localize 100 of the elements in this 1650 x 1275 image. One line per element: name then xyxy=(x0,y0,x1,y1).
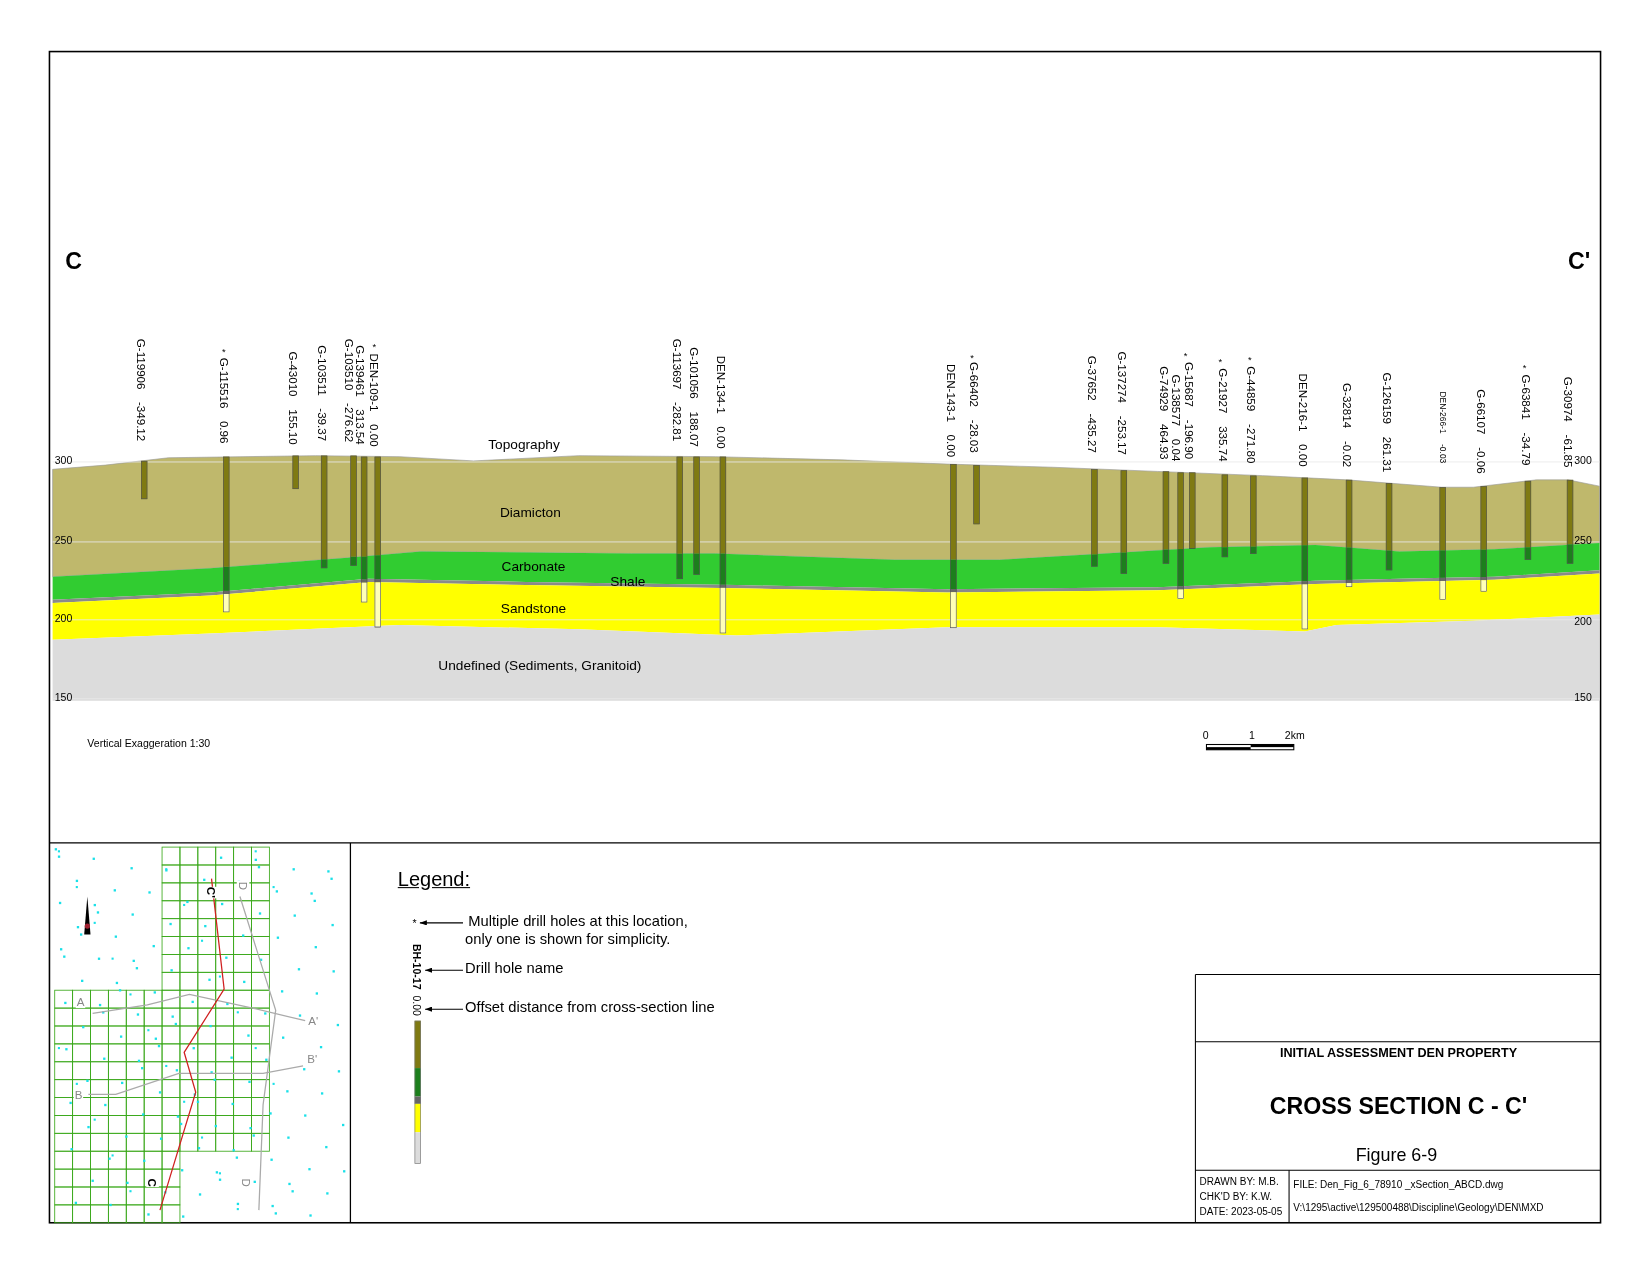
offset-value: -34.79 xyxy=(1519,432,1533,466)
map-label: D xyxy=(236,880,250,892)
drawn-by-text: DRAWN BY: M.B. xyxy=(1199,1175,1279,1187)
elevation-tick-label: 300 xyxy=(54,454,73,467)
offset-value: 0.04 xyxy=(1170,438,1183,462)
map-label: D xyxy=(239,1177,253,1188)
offset-value: -61.85 xyxy=(1561,434,1575,468)
layer-label: Undefined (Sediments, Granitoid) xyxy=(438,657,642,674)
map-label: C' xyxy=(204,886,218,898)
drill-hole-name: DEN-109-1 xyxy=(368,353,381,412)
offset-value: -0.03 xyxy=(1436,444,1448,464)
offset-value: 261.31 xyxy=(1380,436,1394,473)
offset-value: 0.00 xyxy=(1296,444,1310,467)
drawing-title: CROSS SECTION C - C' xyxy=(1269,1093,1528,1121)
elevation-tick-label: 200 xyxy=(54,612,73,624)
elevation-tick-label: 250 xyxy=(54,534,73,547)
drill-hole-name: DEN-216-1 xyxy=(1296,373,1310,432)
figure-number: Figure 6-9 xyxy=(1355,1144,1438,1166)
drill-hole-name: DEN-266-1 xyxy=(1436,391,1448,434)
drill-hole-name: G-101056 xyxy=(688,347,701,399)
asterisk-mark: * xyxy=(372,342,377,353)
elevation-tick-label: 300 xyxy=(1574,454,1592,467)
checked-by-text: CHK'D BY: K.W. xyxy=(1199,1190,1273,1202)
offset-value: -253.17 xyxy=(1115,415,1129,455)
map-label: B' xyxy=(306,1052,319,1065)
offset-value: -28.03 xyxy=(968,419,981,453)
offset-value: -435.27 xyxy=(1085,413,1099,453)
offset-value: 464.93 xyxy=(1157,423,1171,460)
drill-hole-name: G-44859 xyxy=(1244,366,1258,412)
leader-arrow xyxy=(424,1006,464,1012)
scale-label: 2km xyxy=(1284,729,1305,741)
offset-value: 0.00 xyxy=(944,434,958,458)
drill-hole-name: DEN-134-1 xyxy=(714,355,728,414)
drill-hole-name: G-30974 xyxy=(1561,376,1575,422)
drill-hole-name: G-103510 xyxy=(343,338,356,391)
drill-hole-name: G-113697 xyxy=(671,338,684,390)
drill-hole-name: G-126159 xyxy=(1380,372,1394,424)
map-label: B xyxy=(73,1088,84,1101)
file-path-text: V:\1295\active\129500488\Discipline\Geology\DEN\MXD xyxy=(1293,1201,1544,1214)
offset-value: 313.54 xyxy=(353,409,367,445)
layer-label: Diamicton xyxy=(499,504,561,520)
leader-arrow xyxy=(419,920,464,926)
layer-label: Sandstone xyxy=(500,600,567,617)
offset-value: 0.00 xyxy=(368,424,381,447)
project-name: INITIAL ASSESSMENT DEN PROPERTY xyxy=(1279,1044,1518,1060)
drill-hole-name: G-32814 xyxy=(1340,383,1354,429)
drill-hole-name: BH-10-17 xyxy=(410,943,422,990)
legend-heading: Legend: xyxy=(397,868,471,892)
offset-value: -0.06 xyxy=(1475,447,1488,474)
drill-hole-name: G-115516 xyxy=(217,357,231,409)
elevation-tick-label: 250 xyxy=(1574,534,1592,547)
drill-hole-name: G-138577 xyxy=(1170,374,1183,427)
asterisk-mark: * xyxy=(1183,350,1188,361)
layer-label: Shale xyxy=(610,573,646,590)
drill-hole-name: G-74929 xyxy=(1157,366,1171,412)
drill-hole-name: G-15687 xyxy=(1182,362,1196,408)
drill-hole-name: G-63841 xyxy=(1519,374,1533,420)
surface-label: Topography xyxy=(488,436,560,453)
asterisk-mark: * xyxy=(222,346,226,357)
offset-value: 0.00 xyxy=(714,426,728,449)
offset-value: -282.81 xyxy=(671,402,684,442)
offset-value: 335.74 xyxy=(1216,426,1230,462)
layer-label: Carbonate xyxy=(501,558,566,575)
drill-hole-name: G-139461 xyxy=(353,345,367,397)
asterisk-mark: * xyxy=(1218,356,1223,368)
offset-value: -196.90 xyxy=(1182,419,1196,459)
date-text: DATE: 2023-05-05 xyxy=(1199,1205,1283,1218)
drill-hole-name: DEN-143-1 xyxy=(944,364,958,422)
elevation-tick-label: 150 xyxy=(54,691,73,703)
asterisk-mark: * xyxy=(1522,363,1527,374)
legend-text: Offset distance from cross-section line xyxy=(465,998,715,1017)
section-end-label: C xyxy=(65,248,82,276)
drill-hole-name: G-137274 xyxy=(1115,351,1129,403)
offset-value: -39.37 xyxy=(315,408,329,442)
exaggeration-note: Vertical Exaggeration 1:30 xyxy=(87,737,211,750)
offset-value: -0.02 xyxy=(1340,440,1354,468)
drill-hole-name: G-37652 xyxy=(1085,355,1099,401)
scale-label: 1 xyxy=(1249,729,1255,741)
drill-hole-name: G-66402 xyxy=(968,362,981,408)
scale-label: 0 xyxy=(1202,729,1209,741)
map-label: A' xyxy=(307,1014,320,1028)
elevation-tick-label: 200 xyxy=(1574,615,1592,628)
drill-hole-name: G-66107 xyxy=(1475,389,1488,435)
map-label: C xyxy=(146,1178,159,1187)
asterisk-mark: * xyxy=(412,917,417,930)
legend-text: Multiple drill holes at this location, only one is shown for simplicity. xyxy=(465,912,718,949)
elevation-tick-label: 150 xyxy=(1574,691,1592,703)
drill-hole-name: G-103511 xyxy=(315,345,329,396)
drill-hole-bar xyxy=(414,1020,421,1164)
section-end-label: C' xyxy=(1567,248,1591,276)
offset-value: 0.96 xyxy=(217,421,231,444)
offset-value: 188.07 xyxy=(688,411,701,447)
file-name-text: FILE: Den_Fig_6_78910 _xSection_ABCD.dwg xyxy=(1293,1178,1504,1191)
legend-text: Drill hole name xyxy=(465,959,564,978)
offset-value: -276.62 xyxy=(343,402,356,443)
offset-value: 155.10 xyxy=(287,409,300,445)
offset-value: -271.80 xyxy=(1244,423,1258,464)
map-label: A xyxy=(75,995,86,1009)
asterisk-mark: * xyxy=(1248,354,1252,366)
offset-value: 0.00 xyxy=(410,995,422,1016)
